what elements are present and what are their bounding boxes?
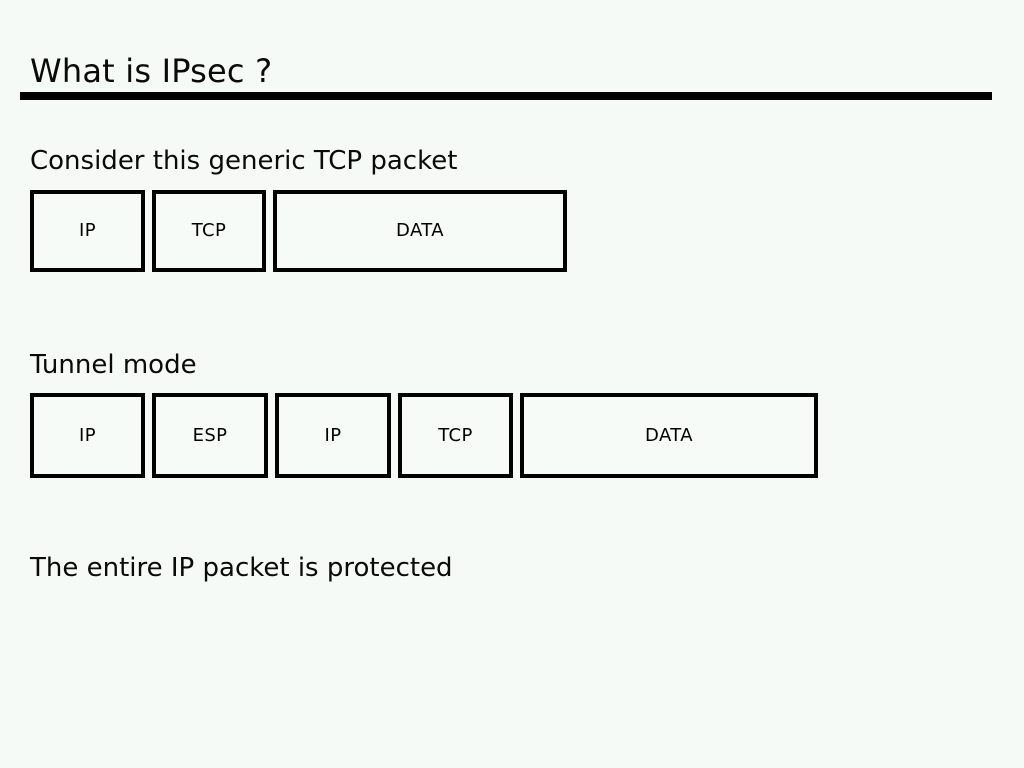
packet-field-label: IP: [79, 424, 96, 446]
tunnel-mode-caption: Tunnel mode: [30, 350, 197, 380]
packet-field-ip: IP: [275, 393, 391, 478]
packet-field-ip: IP: [30, 393, 145, 478]
packet-field-tcp: TCP: [398, 393, 513, 478]
packet-field-label: IP: [79, 220, 96, 241]
packet-field-label: IP: [324, 424, 342, 446]
page-title: What is IPsec ?: [30, 52, 273, 90]
tunnel-mode-packet-diagram: IP ESP IP TCP DATA: [30, 393, 818, 478]
packet-field-label: TCP: [438, 424, 473, 446]
packet-field-data: DATA: [273, 190, 567, 272]
packet-field-label: ESP: [192, 424, 228, 446]
packet-field-ip: IP: [30, 190, 145, 272]
packet-field-label: DATA: [645, 424, 693, 446]
title-divider: [20, 92, 992, 100]
packet-field-label: TCP: [191, 220, 227, 241]
tunnel-mode-footnote: The entire IP packet is protected: [30, 553, 453, 583]
packet-field-tcp: TCP: [152, 190, 266, 272]
generic-packet-diagram: IP TCP DATA: [30, 190, 567, 272]
generic-packet-caption: Consider this generic TCP packet: [30, 146, 458, 176]
packet-field-esp: ESP: [152, 393, 268, 478]
packet-field-data: DATA: [520, 393, 818, 478]
packet-field-label: DATA: [396, 220, 444, 241]
